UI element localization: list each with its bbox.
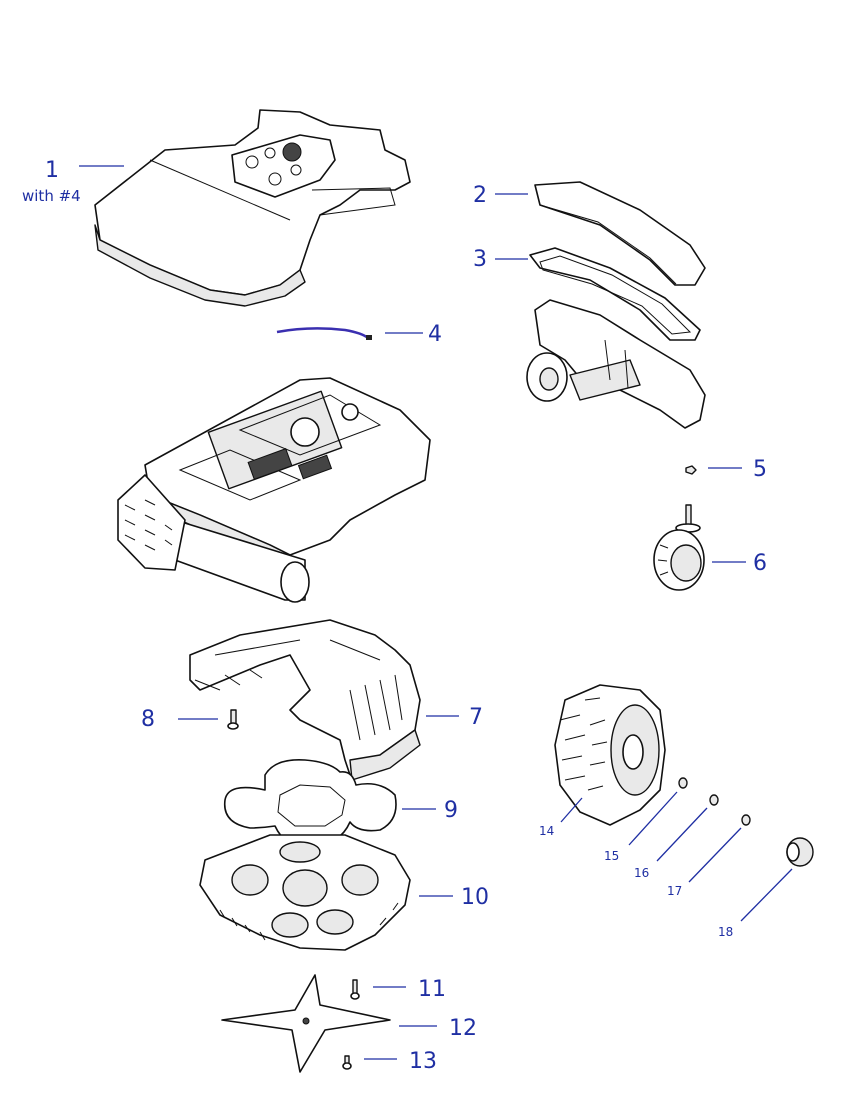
part-9-seal [223,758,397,849]
label-15: 15 [604,849,619,863]
rear-axle-housing [526,299,706,429]
main-chassis [117,377,431,603]
label-18: 18 [718,925,733,939]
part-1-top-cover [94,109,411,307]
label-14: 14 [539,824,554,838]
label-13: 13 [409,1049,437,1074]
label-2: 2 [473,183,487,208]
part-14-drive-wheel [554,684,666,826]
label-3: 3 [473,247,487,272]
part-10-bottom-plate [199,834,411,951]
part-13-screw [342,1055,352,1070]
part-2-trim-cover [534,181,706,286]
part-6-caster-wheel [653,504,705,591]
label-5: 5 [753,457,767,482]
label-17: 17 [667,884,682,898]
part-15-washer [678,777,688,789]
part-12-blade [221,974,391,1073]
part-8-screw [227,709,239,730]
label-1: 1 [45,158,59,183]
label-7: 7 [469,705,483,730]
part-18-hub-cap [786,837,814,867]
leader-lines [79,165,793,1060]
label-4: 4 [428,322,442,347]
label-9: 9 [444,798,458,823]
part-4-wire-harness [276,327,372,340]
part-5-nut [685,465,697,475]
part-16-nut [709,794,719,806]
part-11-bolt [350,979,360,1000]
label-10: 10 [461,885,489,910]
part-7-blade-guard [189,619,421,781]
label-12: 12 [449,1016,477,1041]
part-labels: 1 with #4 2 3 4 5 6 7 8 9 10 11 12 13 14… [22,158,767,1074]
part-17-nut [741,814,751,826]
label-6: 6 [753,551,767,576]
label-8: 8 [141,707,155,732]
part-3-gasket [529,247,701,341]
label-16: 16 [634,866,649,880]
label-11: 11 [418,977,446,1002]
label-1-note: with #4 [22,187,81,205]
